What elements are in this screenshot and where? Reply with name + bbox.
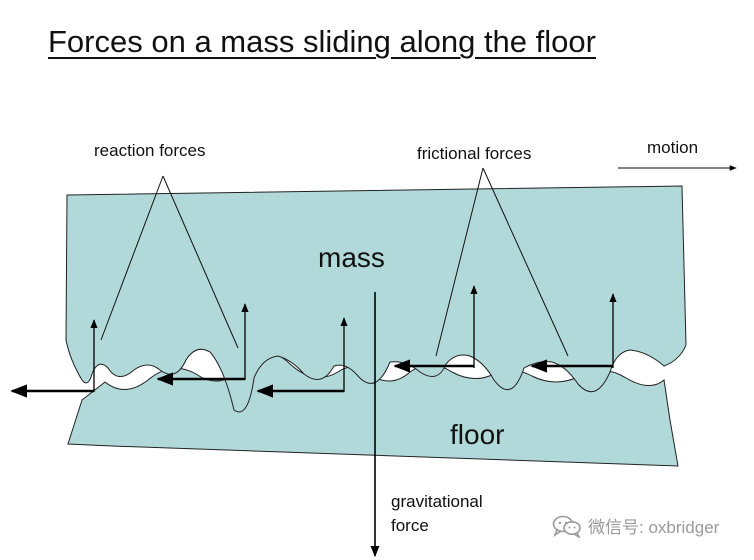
reaction-force-arrows xyxy=(90,285,617,392)
frictional-leader-lines xyxy=(435,167,569,357)
label-gravitational-line2: force xyxy=(391,516,429,535)
frictional-force-arrows xyxy=(10,359,613,398)
watermark: 微信号: oxbridger xyxy=(552,513,719,538)
label-floor: floor xyxy=(450,419,505,450)
diagram-title: Forces on a mass sliding along the floor xyxy=(48,24,596,59)
label-gravitational-force: gravitational force xyxy=(391,490,531,538)
wechat-icon xyxy=(552,515,581,538)
label-mass: mass xyxy=(318,242,385,273)
watermark-text: 微信号: oxbridger xyxy=(588,518,720,537)
label-frictional-forces: frictional forces xyxy=(417,144,532,163)
label-motion: motion xyxy=(647,138,699,157)
reaction-leader-lines xyxy=(100,175,239,349)
label-reaction-forces: reaction forces xyxy=(94,141,206,160)
mass-block xyxy=(65,185,687,413)
label-gravitational-line1: gravitational xyxy=(391,492,483,511)
